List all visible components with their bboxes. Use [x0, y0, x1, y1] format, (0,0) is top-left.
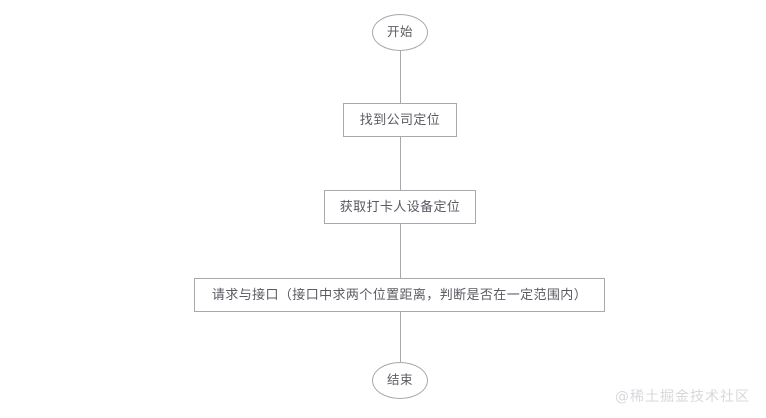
edge-device-location-to-api-request [400, 224, 401, 278]
edge-start-to-company-location [400, 50, 401, 103]
edge-api-request-to-end [400, 312, 401, 362]
node-device-location[interactable]: 获取打卡人设备定位 [324, 190, 476, 224]
edge-company-location-to-device-location [400, 136, 401, 190]
node-end-label: 结束 [386, 372, 413, 388]
node-start-label: 开始 [386, 24, 413, 40]
node-start[interactable]: 开始 [372, 14, 428, 51]
node-end[interactable]: 结束 [372, 362, 428, 399]
node-api-request-label: 请求与接口（接口中求两个位置距离，判断是否在一定范围内） [211, 287, 588, 303]
node-api-request[interactable]: 请求与接口（接口中求两个位置距离，判断是否在一定范围内） [194, 278, 605, 312]
node-company-location[interactable]: 找到公司定位 [343, 103, 457, 137]
watermark: @稀土掘金技术社区 [615, 389, 750, 405]
node-company-location-label: 找到公司定位 [359, 112, 441, 128]
node-device-location-label: 获取打卡人设备定位 [339, 199, 461, 215]
